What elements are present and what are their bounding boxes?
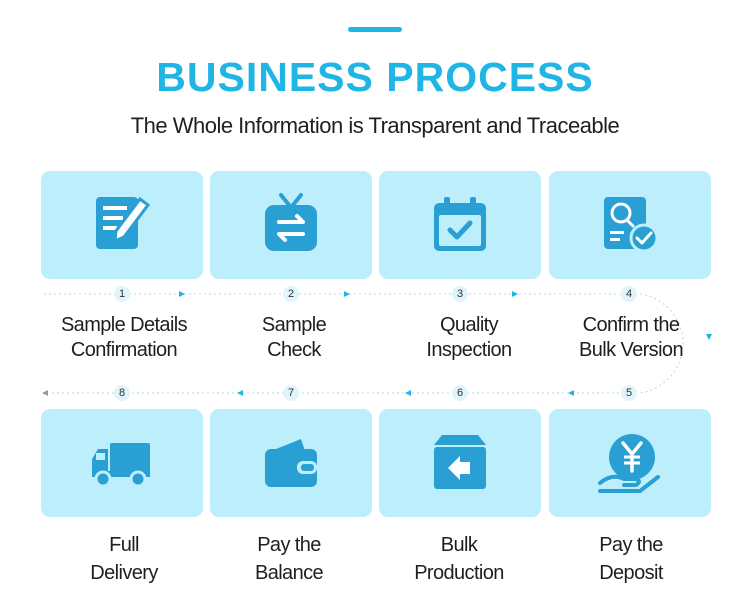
page-subtitle: The Whole Information is Transparent and…: [130, 113, 620, 138]
step-1-number: 1: [114, 286, 130, 302]
step-4-label: Confirm the Bulk Version: [546, 313, 716, 363]
step-7-label-line1: Pay the: [257, 534, 321, 556]
step-2-number: 2: [283, 286, 299, 302]
step-3-card: [379, 171, 541, 279]
step-3-number: 3: [452, 286, 468, 302]
step-6-number: 6: [452, 385, 468, 401]
step-8-label: Full Delivery: [39, 531, 209, 587]
step-5-number: 5: [621, 385, 637, 401]
step-2-label-line2: Check: [267, 339, 321, 361]
step-4-label-line2: Bulk Version: [579, 339, 684, 361]
wallet-icon: [265, 439, 317, 487]
step-1-card: [41, 171, 203, 279]
step-3-label: Quality Inspection: [384, 313, 554, 363]
step-6-label-line2: Production: [414, 562, 504, 584]
step-2-label: Sample Check: [209, 313, 379, 363]
yen-coin-hand-icon: [598, 434, 660, 493]
step-2-label-line1: Sample: [261, 314, 327, 336]
step-5-label-line2: Deposit: [599, 562, 663, 584]
step-7-card: [210, 409, 372, 517]
step-4-label-line1: Confirm the: [582, 314, 680, 336]
top-accent-bar: [348, 27, 402, 32]
calendar-check-icon: [434, 197, 486, 251]
step-7-number: 7: [283, 385, 299, 401]
search-document-check-icon: [604, 197, 659, 253]
exchange-tv-icon: [265, 193, 317, 251]
step-8-label-line1: Full: [109, 534, 139, 556]
step-8-number: 8: [114, 385, 130, 401]
step-7-label-line2: Balance: [254, 562, 324, 584]
step-5-label: Pay the Deposit: [546, 531, 716, 587]
truck-icon: [92, 443, 150, 488]
step-3-label-line2: Inspection: [426, 339, 512, 361]
step-6-label: Bulk Production: [374, 531, 544, 587]
edit-document-icon: [96, 196, 151, 249]
step-1-label-line2: Confirmation: [70, 339, 178, 361]
step-2-card: [210, 171, 372, 279]
box-arrow-icon: [434, 435, 486, 489]
step-6-card: [379, 409, 541, 517]
step-5-card: [549, 409, 711, 517]
step-4-number: 4: [621, 286, 637, 302]
step-1-label-line1: Sample Details: [60, 314, 188, 336]
step-4-card: [549, 171, 711, 279]
step-8-label-line2: Delivery: [90, 562, 158, 584]
page-title: BUSINESS PROCESS: [156, 54, 594, 100]
step-5-label-line1: Pay the: [599, 534, 663, 556]
step-3-label-line1: Quality: [439, 314, 499, 336]
step-7-label: Pay the Balance: [204, 531, 374, 587]
step-6-label-line1: Bulk: [440, 534, 478, 556]
step-8-card: [41, 409, 203, 517]
step-1-label: Sample Details Confirmation: [39, 313, 209, 363]
